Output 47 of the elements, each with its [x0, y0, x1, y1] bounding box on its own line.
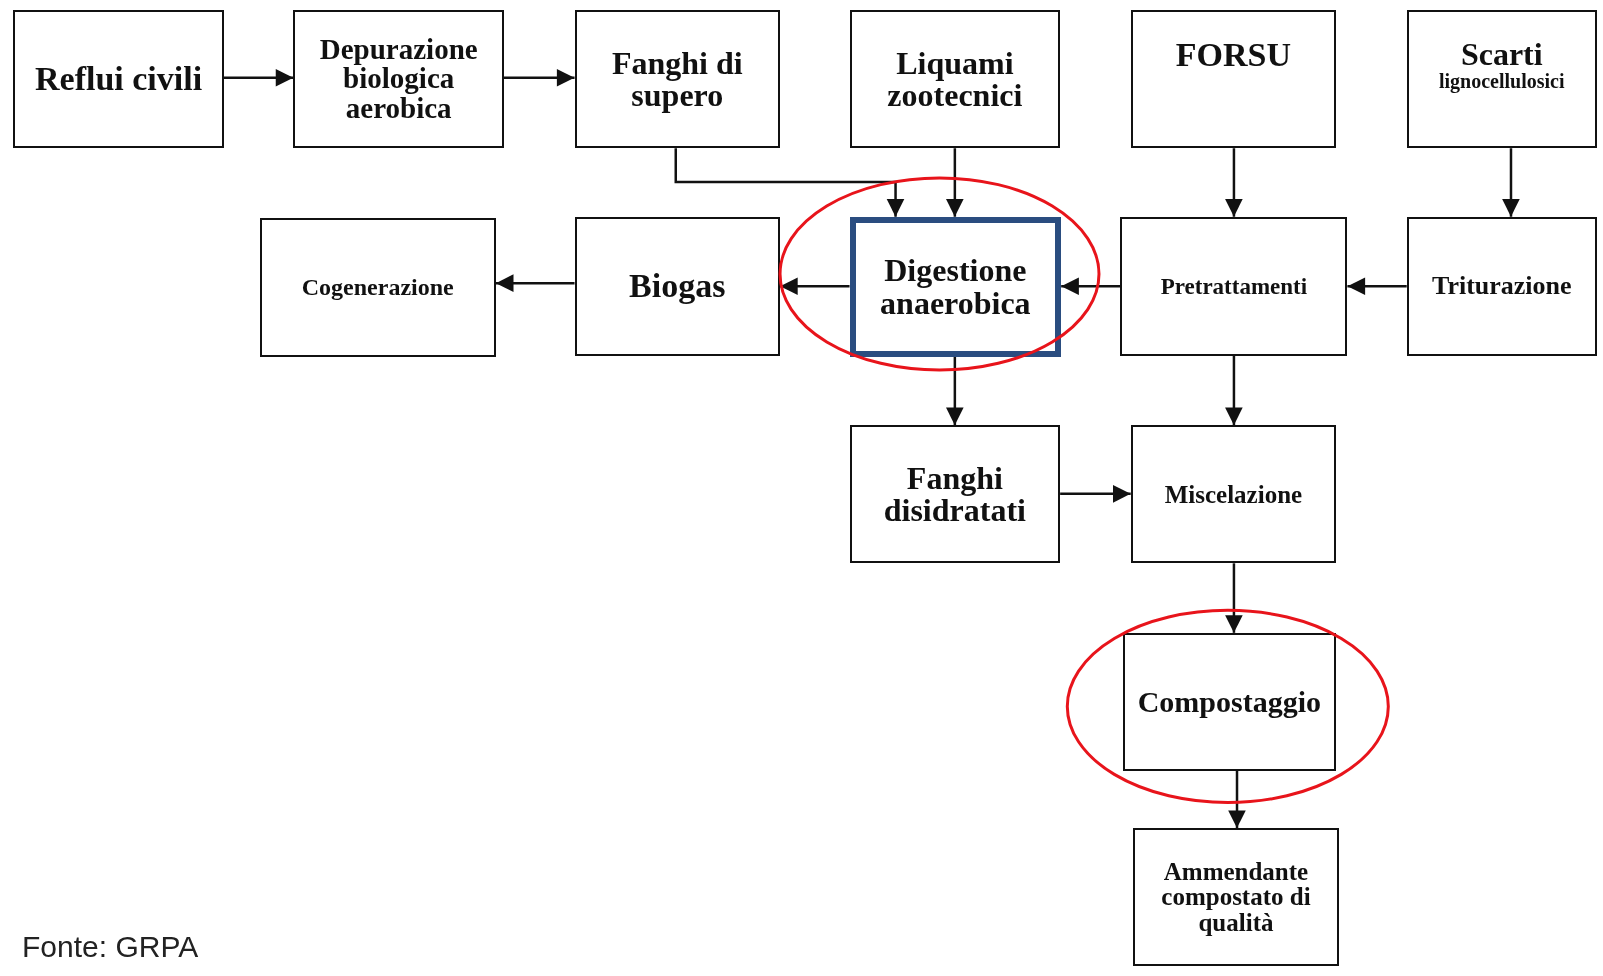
process-box — [1122, 632, 1337, 771]
arrow — [1061, 277, 1121, 295]
arrow — [1225, 148, 1243, 217]
process-box — [1130, 425, 1337, 564]
box-label: Fanghi di supero — [610, 46, 744, 112]
arrow — [780, 277, 850, 295]
box-label: Biogas — [629, 268, 726, 304]
arrow — [946, 356, 964, 426]
arrow — [1228, 770, 1246, 829]
arrow — [1225, 355, 1243, 426]
arrow — [504, 68, 575, 87]
process-box — [574, 216, 780, 356]
box-label: Pretrattamenti — [1160, 274, 1308, 298]
process-box — [1132, 828, 1340, 967]
box-label: Fanghi disidratati — [882, 461, 1027, 527]
arrow — [1225, 563, 1243, 633]
box-label: Liquami zootecnici — [886, 46, 1024, 112]
arrow — [1060, 485, 1131, 503]
box-label: FORSU — [1175, 38, 1292, 73]
arrow — [674, 148, 905, 217]
box-label: lignocellulosici — [1439, 70, 1565, 92]
box-label: Digestione anaerobica — [879, 254, 1032, 320]
process-box — [849, 425, 1061, 564]
process-box — [13, 10, 224, 149]
process-box — [1406, 10, 1597, 149]
process-box — [849, 216, 1062, 357]
box-label: Miscelazione — [1164, 481, 1303, 508]
arrow — [223, 68, 294, 87]
arrow — [1502, 148, 1520, 217]
arrow — [946, 148, 964, 217]
box-label: Compostaggio — [1137, 686, 1321, 718]
process-box — [1120, 216, 1348, 356]
process-box — [1130, 10, 1337, 149]
process-box — [849, 10, 1061, 149]
process-box — [259, 217, 496, 357]
box-label: Depurazione biologica aerobica — [318, 34, 479, 124]
process-box — [293, 10, 504, 149]
box-label: Ammendante compostato di qualità — [1160, 858, 1312, 936]
box-label: Triturazione — [1431, 272, 1572, 300]
arrow — [495, 274, 575, 292]
box-label: Cogenerazione — [301, 275, 454, 300]
box-label: Scarti — [1460, 38, 1543, 71]
arrow — [1347, 277, 1407, 295]
box-label: Reflui civili — [35, 61, 203, 97]
process-box — [1406, 216, 1597, 356]
source-note: Fonte: GRPA — [22, 930, 199, 964]
process-box — [574, 10, 780, 149]
